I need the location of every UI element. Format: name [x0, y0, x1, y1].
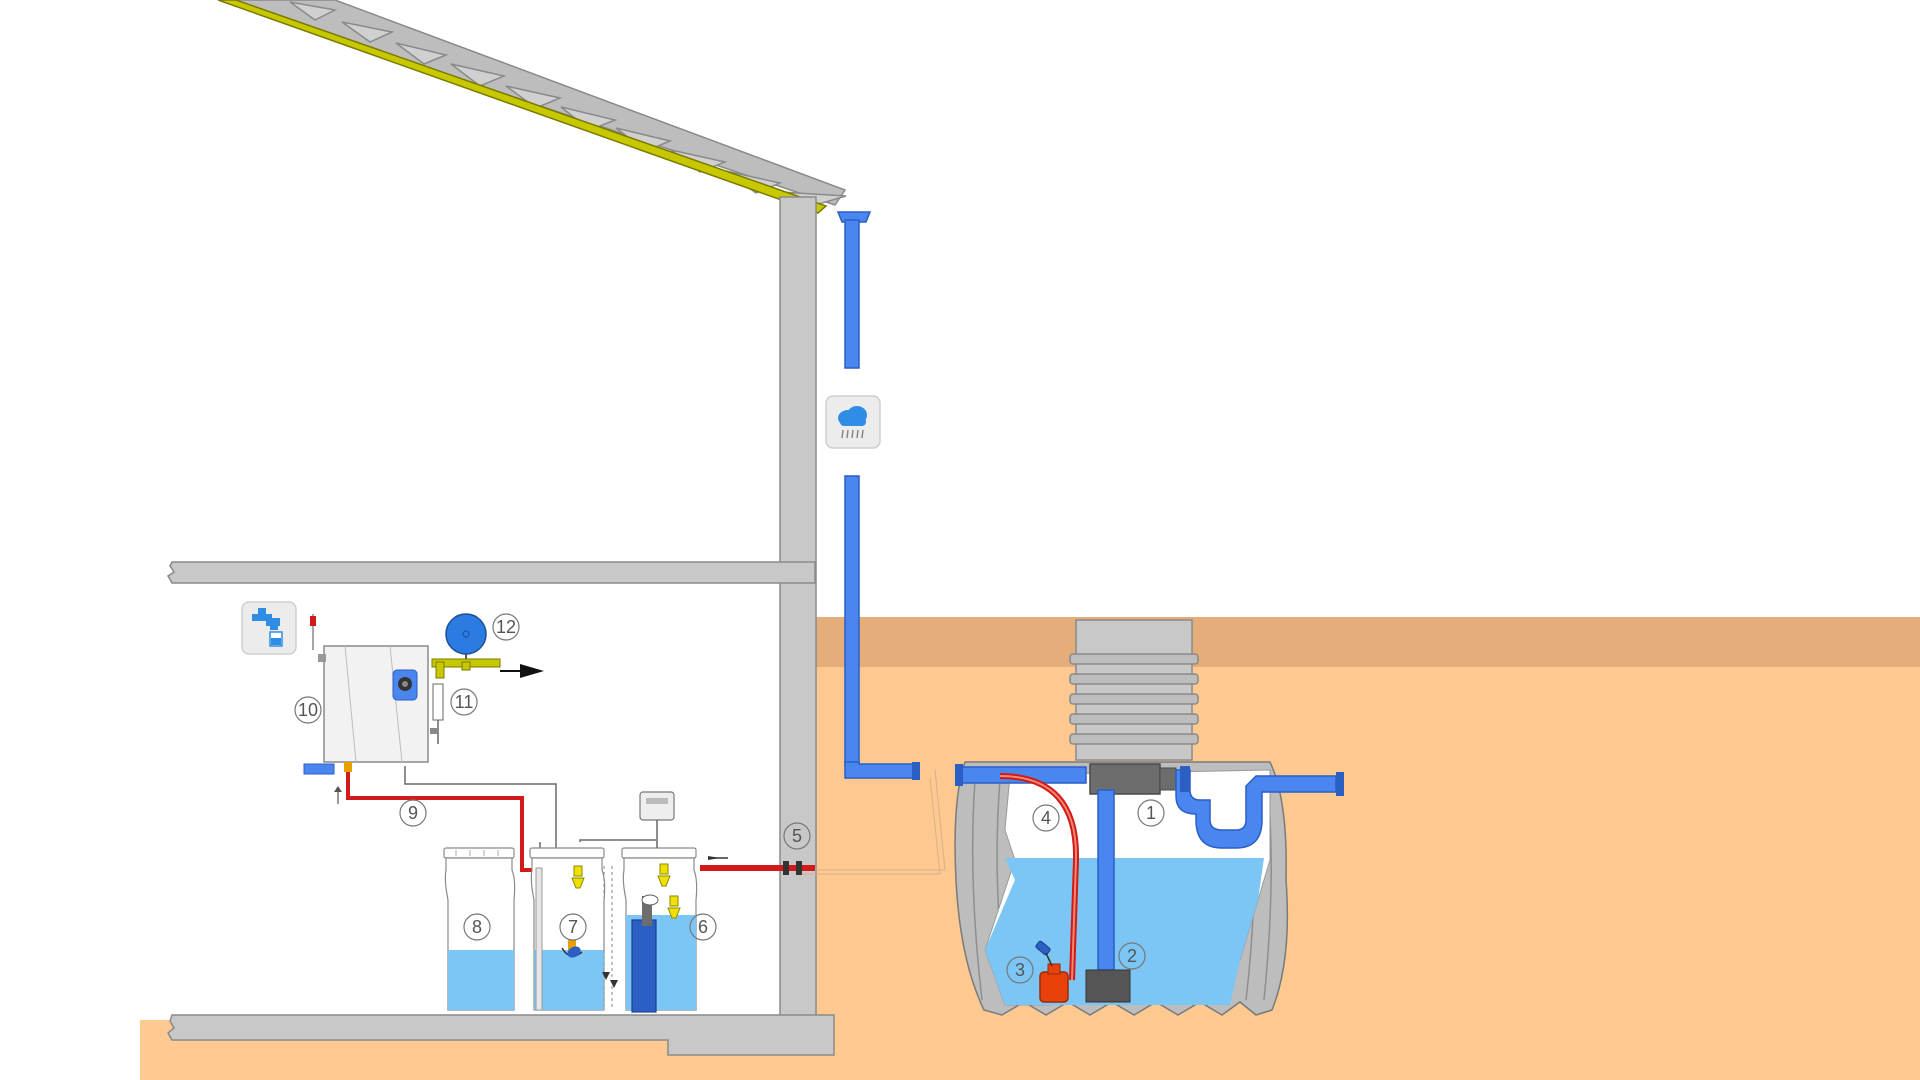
roof-board: [217, 0, 828, 214]
control-wiring: [404, 766, 656, 1011]
downpipe-upper: [844, 219, 860, 369]
storage-tank-8: [443, 847, 516, 1011]
callout-circle: [1032, 804, 1060, 832]
callout-label: 3: [1015, 960, 1025, 980]
callout-2: 2: [1118, 942, 1146, 970]
callout-label: 1: [1146, 803, 1156, 823]
callout-1: 1: [1137, 799, 1165, 827]
callout-circle: [450, 688, 478, 716]
callout-11: 11: [450, 688, 478, 716]
riser-rings: [1069, 653, 1199, 745]
callout-label: 10: [298, 700, 318, 720]
callout-circle: [559, 913, 587, 941]
downpipe: [836, 211, 920, 780]
callout-label: 11: [455, 692, 474, 712]
callout-circle: [689, 913, 717, 941]
downpipe-lower: [844, 475, 860, 767]
arrow-right-icon: [500, 664, 544, 678]
callout-9: 9: [399, 799, 427, 827]
callout-label: 4: [1041, 808, 1051, 828]
callout-label: 6: [698, 917, 708, 937]
downpipe-bend: [844, 761, 919, 779]
basement-floor-slab: [167, 1014, 835, 1056]
submersible-pump: [1039, 971, 1069, 1003]
supply-line: [346, 770, 540, 872]
vent-valve: [310, 614, 316, 650]
soil-top-layer: [815, 617, 1920, 667]
rain-cloud-icon: [825, 395, 881, 449]
flow-arrows: [602, 856, 728, 988]
roof: [217, 0, 847, 214]
callout-3: 3: [1006, 956, 1034, 984]
booster-tank-6: [621, 791, 698, 1013]
callout-8: 8: [463, 913, 491, 941]
control-box-10: [303, 645, 429, 804]
callout-12: 12: [492, 613, 520, 641]
conduit-outline: [800, 769, 946, 875]
downpipe-outlet: [912, 762, 920, 780]
callout-label: 2: [1127, 946, 1137, 966]
level-indicator-11: [430, 683, 444, 744]
callout-label: 9: [408, 803, 418, 823]
pump-unit: [631, 919, 657, 1013]
filter-downpipe: [1097, 789, 1115, 971]
callout-circle: [783, 822, 811, 850]
callout-6: 6: [689, 913, 717, 941]
callout-7: 7: [559, 913, 587, 941]
water-tap-icon: [241, 601, 297, 655]
callout-circle: [1006, 956, 1034, 984]
callout-circle: [399, 799, 427, 827]
float-switch: [1035, 940, 1051, 956]
calmed-inlet: [1085, 969, 1131, 1003]
wall-sleeve: [783, 861, 789, 875]
callout-circle: [492, 613, 520, 641]
feed-line: [700, 769, 946, 875]
callout-label: 5: [792, 826, 802, 846]
pump-assembly: [999, 773, 1080, 1003]
callout-circle: [294, 696, 322, 724]
outer-wall: [779, 196, 817, 1018]
house-structure: [167, 196, 835, 1056]
callout-circle: [463, 913, 491, 941]
callout-label: 8: [472, 917, 482, 937]
upper-floor-slab: [167, 561, 816, 584]
callout-10: 10: [294, 696, 322, 724]
storage-tank-7: [529, 847, 606, 1011]
control-unit: [639, 791, 675, 821]
callout-circle: [1118, 942, 1146, 970]
overflow-siphon: [1175, 769, 1337, 849]
callout-5: 5: [783, 822, 811, 850]
callout-label: 7: [568, 917, 578, 937]
callout-4: 4: [1032, 804, 1060, 832]
callout-circle: [1137, 799, 1165, 827]
pressure-vessel-12: [431, 613, 520, 679]
callout-label: 12: [496, 617, 516, 637]
